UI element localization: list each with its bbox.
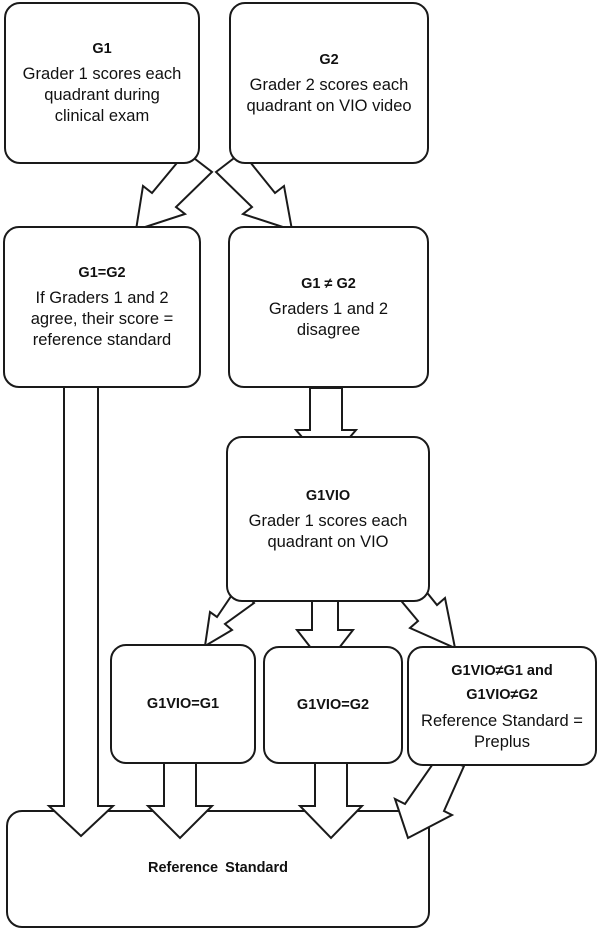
vio-g2-box: G1VIO=G2 (263, 646, 403, 764)
g2-title: G2 (319, 51, 339, 68)
disagree-title: G1 ≠ G2 (301, 275, 356, 292)
arrow-vio-g1-to-reference (145, 751, 215, 840)
g1vio-title: G1VIO (305, 487, 351, 504)
g1vio-box: G1VIO Grader 1 scores each quadrant on V… (226, 436, 430, 602)
reference-standard-box (6, 810, 430, 928)
vio-g2-title: G1VIO=G2 (296, 696, 370, 713)
g1-box: G1 Grader 1 scores each quadrant during … (4, 2, 200, 164)
arrow-agree-to-reference (46, 377, 116, 838)
g2-text: Grader 2 scores each quadrant on VIO vid… (246, 75, 412, 115)
agree-title: G1=G2 (78, 265, 126, 281)
arrow-g1-to-agree (134, 150, 214, 232)
arrow-vio-g2-to-reference (297, 751, 365, 840)
g1vio-text: Grader 1 scores each quadrant on VIO (248, 511, 408, 551)
arrow-neither-to-reference (393, 756, 466, 840)
vio-g1-title: G1VIO=G1 (146, 695, 220, 712)
agree-text: If Graders 1 and 2 agree, their score = … (30, 289, 174, 349)
vio-g1-box: G1VIO=G1 (110, 644, 256, 764)
vio-neither-text: Reference Standard = Preplus (421, 712, 583, 751)
disagree-box: G1 ≠ G2 Graders 1 and 2 disagree (228, 226, 429, 388)
reference-standard-label: Reference Standard (148, 860, 288, 876)
vio-neither-box: G1VIO≠G1 and G1VIO≠G2 Reference Standard… (407, 646, 597, 766)
agree-box: G1=G2 If Graders 1 and 2 agree, their sc… (3, 226, 201, 388)
g1-text: Grader 1 scores each quadrant during cli… (22, 65, 182, 125)
g1-title: G1 (92, 41, 112, 57)
g2-box: G2 Grader 2 scores each quadrant on VIO … (229, 2, 429, 164)
disagree-text: Graders 1 and 2 disagree (268, 299, 389, 339)
vio-neither-title: G1VIO≠G1 and G1VIO≠G2 (451, 663, 553, 703)
